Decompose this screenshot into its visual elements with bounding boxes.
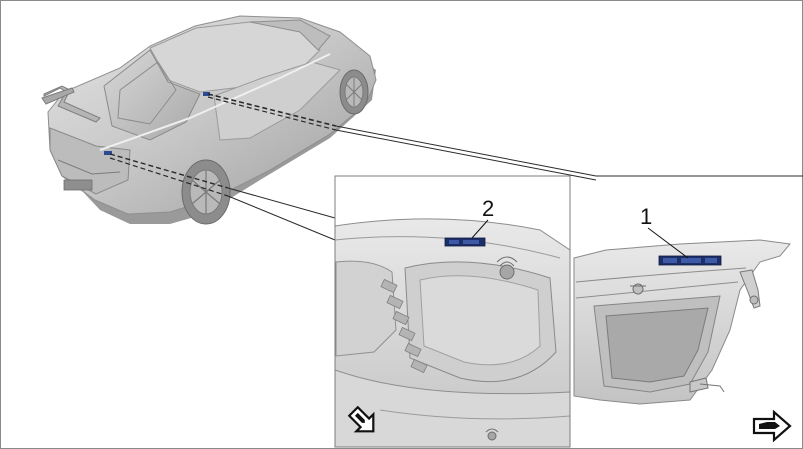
leader-lines: [109, 93, 803, 241]
callout-number-2: 2: [482, 196, 495, 221]
inset-2-border: [334, 175, 571, 448]
arrow-right-car-icon: [752, 409, 792, 443]
callout-number-1: 1: [640, 204, 653, 229]
detail-view-1: [573, 239, 791, 405]
callout-1-leader: [647, 227, 689, 259]
detail-inset-2: [335, 176, 570, 447]
label-marker-1: [203, 92, 210, 96]
arrow-down-right-car-icon: [347, 405, 375, 433]
callout-2-leader: [471, 219, 489, 239]
car-illustration: [41, 15, 377, 225]
label-marker-2: [104, 151, 112, 155]
